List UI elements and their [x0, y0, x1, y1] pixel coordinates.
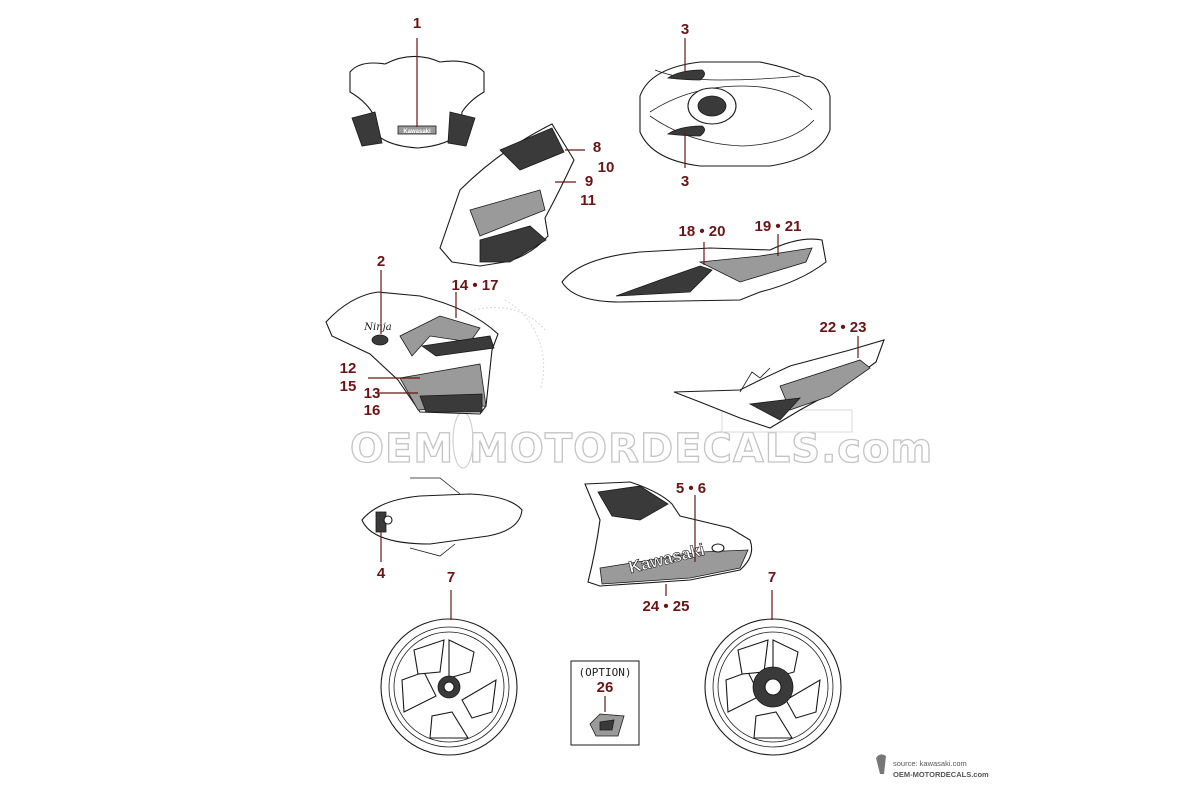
watermark-text: OEM MOTORDECALS.com [350, 426, 933, 472]
callout-label: 7 [447, 569, 455, 586]
callout-label: 22 • 23 [820, 319, 867, 336]
tail-cowl-part: 22 • 23 [673, 319, 885, 429]
side-fairing-part: Ninja 2 14 • 17 12 15 13 16 [325, 253, 499, 419]
callout-label: 5 • 6 [676, 480, 706, 497]
belly-pan-part: Kawasaki 5 • 6 24 • 25 [584, 480, 753, 615]
ninja-decal-text: Ninja [363, 322, 391, 333]
source-credit: source: kawasaki.com OEM-MOTORDECALS.com [876, 754, 989, 779]
windscreen-part: Kawasaki 1 [349, 15, 485, 149]
callout-label: 7 [768, 569, 776, 586]
upper-fairing-part: 8 10 9 11 [439, 123, 615, 267]
callout-label: 9 [585, 173, 593, 190]
callout-label: 19 • 21 [755, 218, 802, 235]
callout-label: 3 [681, 21, 689, 38]
callout-label: 3 [681, 173, 689, 190]
callout-label: 2 [377, 253, 385, 270]
fuel-tank-part: 3 3 [639, 21, 831, 190]
callout-label: 12 [340, 360, 357, 377]
source-site: OEM-MOTORDECALS.com [893, 770, 989, 779]
option-title: (OPTION) [579, 666, 632, 679]
callout-label: 8 [593, 139, 601, 156]
callout-label: 10 [598, 159, 615, 176]
source-text: source: kawasaki.com [893, 759, 967, 768]
callout-label: 26 [597, 679, 614, 696]
callout-label: 13 [364, 385, 381, 402]
source-logo-icon [876, 754, 886, 774]
callout-label: 18 • 20 [679, 223, 726, 240]
callout-label: 11 [580, 192, 596, 209]
callout-label: 14 • 17 [452, 277, 499, 294]
screen-decal-text: Kawasaki [403, 129, 431, 135]
callout-label: 16 [364, 402, 381, 419]
callout-label: 4 [377, 565, 386, 582]
front-wheel-part: 7 [380, 569, 518, 756]
callout-label: 1 [413, 15, 421, 32]
watermark: OEM MOTORDECALS.com [349, 299, 933, 473]
callout-label: 24 • 25 [643, 598, 690, 615]
option-box: (OPTION) 26 [570, 660, 640, 746]
callout-label: 15 [340, 378, 357, 395]
seat-tail-part: 18 • 20 19 • 21 [561, 218, 827, 303]
front-fender-part: 4 [361, 477, 523, 582]
rear-wheel-part: 7 [704, 569, 842, 756]
